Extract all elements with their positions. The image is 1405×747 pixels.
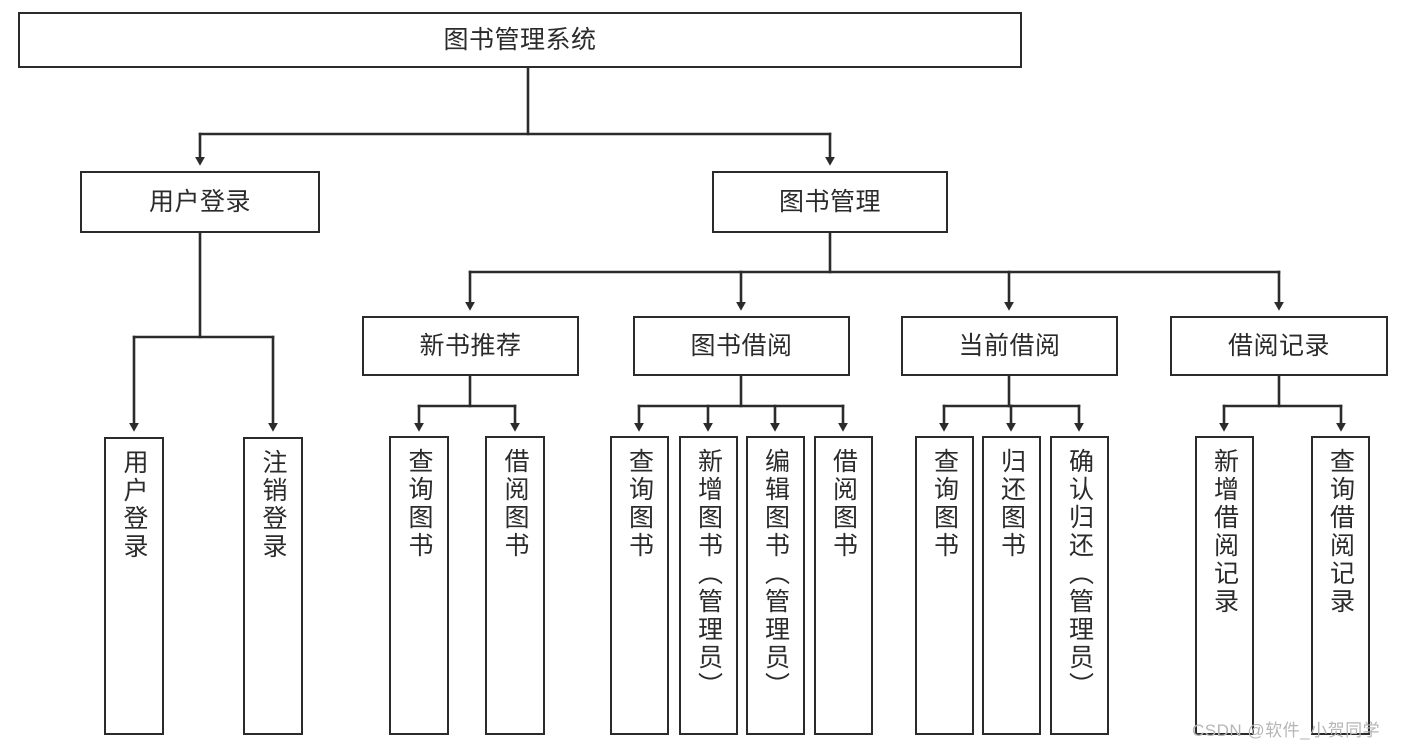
node-user-login[interactable]: 用户登录 bbox=[80, 171, 320, 233]
leaf-query-books-borrowing[interactable]: 查询图书 bbox=[610, 436, 669, 735]
leaf-borrow-books-newbooks[interactable]: 借阅图书 bbox=[485, 436, 545, 735]
node-label: 用户登录 bbox=[120, 449, 148, 561]
node-label: 注销登录 bbox=[259, 449, 287, 561]
leaf-logout[interactable]: 注销登录 bbox=[243, 437, 303, 735]
node-label: 查询图书 bbox=[405, 448, 433, 560]
node-label: 新增图书（管理员） bbox=[694, 448, 723, 700]
node-root-book-management-system[interactable]: 图书管理系统 bbox=[18, 12, 1022, 68]
leaf-add-book-admin[interactable]: 新增图书（管理员） bbox=[679, 436, 738, 735]
node-label: 图书管理系统 bbox=[443, 26, 597, 54]
node-label: 借阅图书 bbox=[829, 448, 858, 560]
node-label: 编辑图书（管理员） bbox=[761, 448, 790, 700]
leaf-query-books-current[interactable]: 查询图书 bbox=[915, 436, 974, 735]
node-label: 查询图书 bbox=[625, 448, 654, 560]
node-label: 用户登录 bbox=[148, 188, 251, 216]
node-label: 借阅记录 bbox=[1227, 332, 1330, 360]
csdn-watermark: CSDN @软件_小贺同学 bbox=[1192, 721, 1381, 740]
node-label: 图书借阅 bbox=[690, 332, 793, 360]
node-book-management[interactable]: 图书管理 bbox=[712, 171, 948, 233]
leaf-edit-book-admin[interactable]: 编辑图书（管理员） bbox=[746, 436, 805, 735]
node-label: 新书推荐 bbox=[419, 332, 522, 360]
leaf-user-login[interactable]: 用户登录 bbox=[104, 437, 164, 735]
leaf-query-books-newbooks[interactable]: 查询图书 bbox=[389, 436, 449, 735]
node-borrowing-records[interactable]: 借阅记录 bbox=[1170, 316, 1388, 376]
leaf-return-books[interactable]: 归还图书 bbox=[982, 436, 1041, 735]
node-label: 查询借阅记录 bbox=[1326, 448, 1355, 616]
leaf-add-borrowing-record[interactable]: 新增借阅记录 bbox=[1195, 436, 1254, 735]
node-book-borrowing[interactable]: 图书借阅 bbox=[633, 316, 850, 376]
node-label: 当前借阅 bbox=[958, 332, 1061, 360]
node-label: 确认归还（管理员） bbox=[1065, 448, 1094, 700]
node-label: 归还图书 bbox=[997, 448, 1026, 560]
node-current-borrowing[interactable]: 当前借阅 bbox=[901, 316, 1118, 376]
node-label: 借阅图书 bbox=[501, 448, 529, 560]
node-label: 新增借阅记录 bbox=[1210, 448, 1239, 616]
leaf-query-borrowing-record[interactable]: 查询借阅记录 bbox=[1311, 436, 1370, 735]
node-label: 图书管理 bbox=[778, 188, 881, 216]
leaf-borrow-books-borrowing[interactable]: 借阅图书 bbox=[814, 436, 873, 735]
leaf-confirm-return-admin[interactable]: 确认归还（管理员） bbox=[1050, 436, 1109, 735]
node-new-book-recommendation[interactable]: 新书推荐 bbox=[362, 316, 579, 376]
node-label: 查询图书 bbox=[930, 448, 959, 560]
